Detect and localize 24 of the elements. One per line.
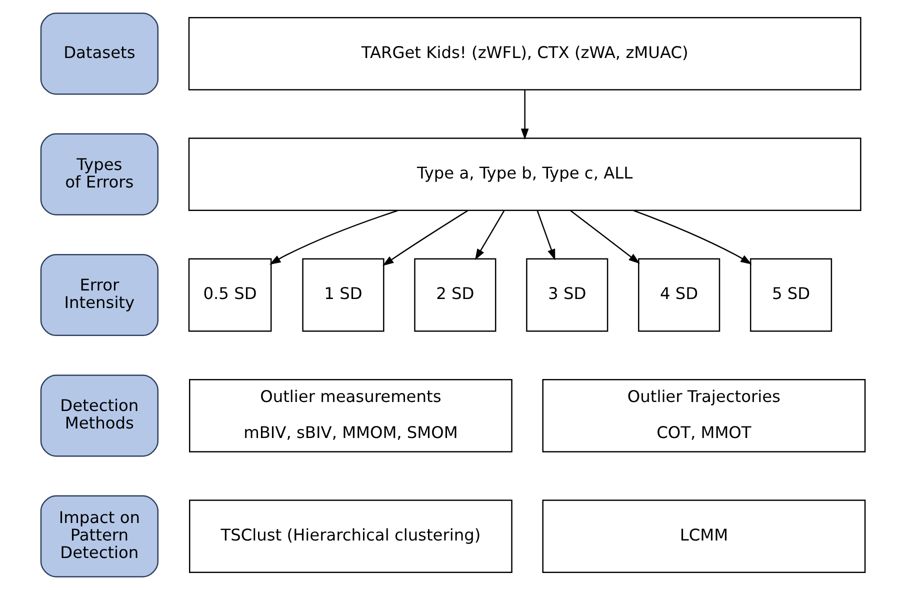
node-box: TSClust (Hierarchical clustering) [189,500,512,573]
node-box: 2 SD [414,258,496,332]
node-box: TARGet Kids! (zWFL), CTX (zWA, zMUAC) [188,17,862,90]
arrow [269,210,398,265]
node-box: Datasets [40,12,159,95]
node-box: Type a, Type b, Type c, ALL [188,138,862,212]
node-box: Error Intensity [40,254,159,336]
node-box: Outlier measurements mBIV, sBIV, MMOM, SMOM [189,378,512,452]
arrow [570,210,640,264]
node-box: 1 SD [302,258,384,332]
node-box: 4 SD [638,258,720,332]
arrow [520,90,529,140]
node-box: LCMM [542,500,866,573]
node-box: Outlier Trajectories COT, MMOT [542,378,866,452]
node-box: 0.5 SD [188,258,272,332]
node-box: 5 SD [750,258,832,332]
node-box: 3 SD [526,258,608,332]
arrow [536,210,556,260]
node-box: Detection Methods [40,374,159,457]
arrow [474,210,505,260]
node-box: Impact on Pattern Detection [40,495,159,578]
arrow [633,210,752,264]
arrow [382,210,468,266]
node-box: Types of Errors [40,133,159,216]
